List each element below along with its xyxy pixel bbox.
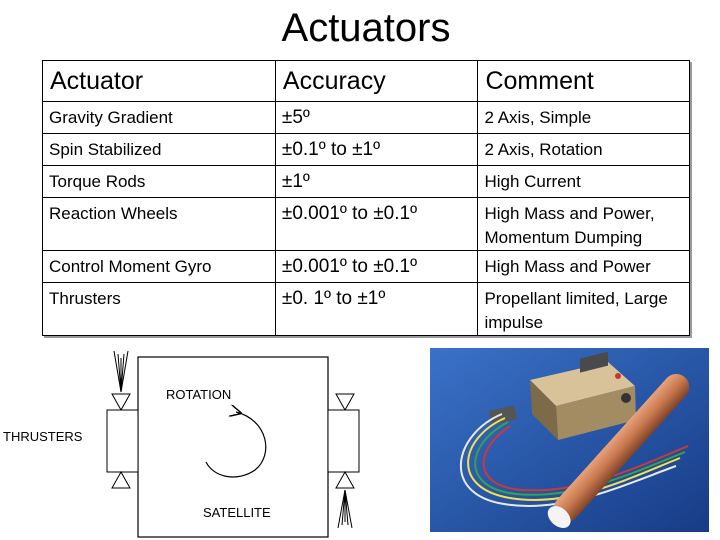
right-thruster (327, 393, 360, 529)
cell-comment: High Current (477, 165, 690, 198)
wire-harness (460, 413, 689, 507)
table-row: Reaction Wheels ±0.001º to ±0.1º High Ma… (42, 197, 690, 251)
satellite-thruster-diagram: ROTATION THRUSTERS SATELLITE (3, 350, 360, 538)
right-exhaust-plume (337, 489, 353, 529)
cell-accuracy: ±0.001º to ±0.1º (275, 197, 479, 251)
connector (488, 405, 518, 425)
satellite-label: SATELLITE (203, 505, 271, 520)
cell-actuator: Thrusters (42, 282, 276, 336)
header-comment: Comment (477, 60, 690, 102)
cell-actuator: Control Moment Gyro (42, 250, 276, 283)
cell-accuracy: ±0. 1º to ±1º (275, 282, 479, 336)
table-row: Torque Rods ±1º High Current (42, 165, 690, 198)
cell-accuracy: ±5º (275, 101, 479, 134)
left-thruster (106, 350, 139, 489)
header-actuator: Actuator (42, 60, 276, 102)
cell-accuracy: ±1º (275, 165, 479, 198)
cell-actuator: Gravity Gradient (42, 101, 276, 134)
table-row: Spin Stabilized ±0.1º to ±1º 2 Axis, Rot… (42, 133, 690, 166)
magnetic-torque-rod (547, 373, 690, 529)
torque-rod-photo (430, 348, 709, 532)
cell-comment: High Mass and Power, Momentum Dumping (477, 197, 690, 251)
electronics-box (530, 351, 636, 440)
cell-comment: Propellant limited, Large impulse (477, 282, 690, 336)
cell-actuator: Torque Rods (42, 165, 276, 198)
slide-title: Actuators (281, 6, 451, 50)
cell-actuator: Reaction Wheels (42, 197, 276, 251)
rotation-label: ROTATION (166, 387, 231, 402)
rotation-arrow (205, 412, 267, 478)
cell-comment: High Mass and Power (477, 250, 690, 283)
table-header-row: Actuator Accuracy Comment (42, 60, 690, 102)
satellite-body (137, 356, 329, 538)
actuators-table: Actuator Accuracy Comment Gravity Gradie… (42, 60, 690, 336)
cell-accuracy: ±0.1º to ±1º (275, 133, 479, 166)
thrusters-label: THRUSTERS (3, 429, 83, 444)
cell-comment: 2 Axis, Simple (477, 101, 690, 134)
table-row: Thrusters ±0. 1º to ±1º Propellant limit… (42, 282, 690, 336)
table-row: Gravity Gradient ±5º 2 Axis, Simple (42, 101, 690, 134)
cell-comment: 2 Axis, Rotation (477, 133, 690, 166)
cell-accuracy: ±0.001º to ±0.1º (275, 250, 479, 283)
cell-actuator: Spin Stabilized (42, 133, 276, 166)
left-exhaust-plume (113, 350, 129, 393)
table-row: Control Moment Gyro ±0.001º to ±0.1º Hig… (42, 250, 690, 283)
header-accuracy: Accuracy (275, 60, 479, 102)
